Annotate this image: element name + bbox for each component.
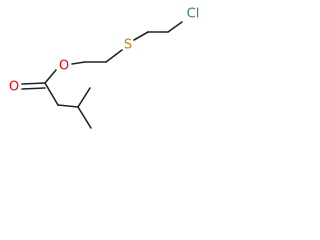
carbonyl-oxygen-atom-label: O (9, 80, 19, 95)
bond-carbonyl-double-1 (21, 82, 46, 85)
chlorine-atom-label: Cl (187, 7, 200, 22)
sulfur-atom-label: S (124, 38, 132, 53)
bond-o-carbonyl-carbon (44, 69, 57, 84)
bond-c2-s (133, 31, 149, 41)
ester-oxygen-atom-label: O (59, 59, 69, 74)
bond-cl-c1 (167, 21, 183, 33)
bond-ch2-ch (57, 104, 79, 108)
bond-ch-ch3-bottom (77, 106, 92, 129)
bond-carbonyl-ch2 (44, 82, 59, 106)
bond-carbonyl-double-2 (21, 87, 46, 90)
chemical-structure-diagram: Cl S O O (9, 7, 200, 129)
bond-s-c3 (105, 49, 123, 63)
bond-c4-o (71, 61, 86, 65)
bond-ch-ch3-top (77, 87, 91, 108)
